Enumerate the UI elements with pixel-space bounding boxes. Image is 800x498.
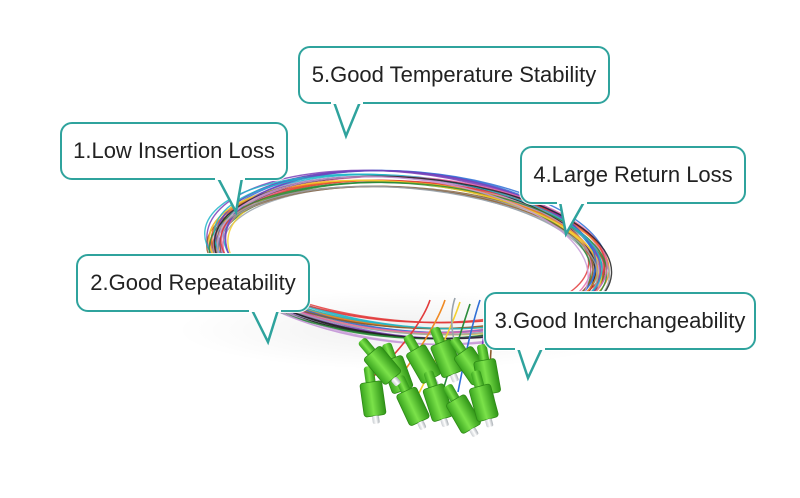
callout-tail [557,198,587,238]
fiber-strand [220,179,606,324]
callout-label: 2.Good Repeatability [90,270,296,295]
callout-good-repeatability: 2.Good Repeatability [76,254,310,346]
callout-low-insertion-loss: 1.Low Insertion Loss [60,122,288,216]
connector-group [358,326,501,437]
connector-boot [358,338,376,356]
connector-boot [477,344,490,363]
callout-label: 1.Low Insertion Loss [73,138,275,163]
callout-tail [249,306,281,346]
callout-tail [215,174,245,216]
connector-ferrule [417,420,427,430]
connector-ferrule [485,418,494,428]
connector-boot [443,384,460,403]
sc-connector [422,370,454,427]
connector-body [446,394,481,434]
connector-boot [403,334,420,353]
callout-label: 3.Good Interchangeability [494,308,746,333]
connector-boot [471,370,485,389]
sc-connector [359,365,387,424]
sc-connector [469,370,499,428]
connector-ferrule [450,373,459,383]
connector-body [422,383,454,422]
connector-body [396,386,430,426]
callout-tail [515,344,545,382]
callout-good-interchangeability: 3.Good Interchangeability [484,292,756,382]
fiber-coil [204,169,613,405]
connector-boot [430,326,445,346]
connector-ferrule [440,418,449,427]
sc-connector [358,338,402,386]
connector-ferrule [469,427,479,437]
callout-large-return-loss: 4.Large Return Loss [520,146,746,238]
fiber-strand [217,175,589,346]
callout-label: 5.Good Temperature Stability [311,62,597,87]
callout-label: 4.Large Return Loss [533,162,733,187]
callout-good-temperature-stability: 5.Good Temperature Stability [298,46,610,140]
sc-connector [443,384,481,437]
connector-boot [423,370,438,390]
fiber-lead [457,299,481,393]
fiber-strand [208,181,608,340]
connector-ferrule [391,376,401,386]
connector-boot [450,337,467,356]
connector-ferrule [372,415,380,424]
callout-tail [331,98,363,140]
connector-body [359,380,387,418]
